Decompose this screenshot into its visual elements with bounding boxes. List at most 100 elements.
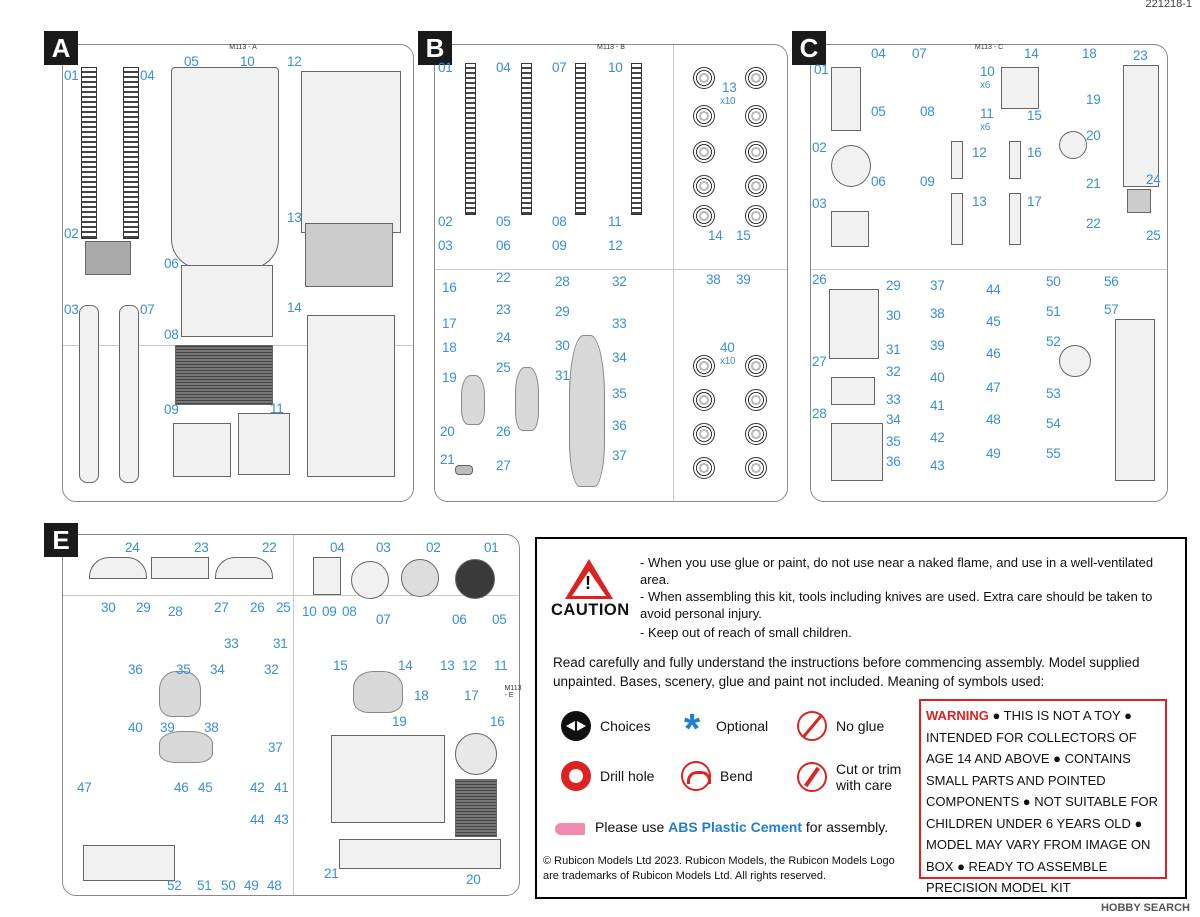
sprue-a: M113 - A xyxy=(62,44,414,502)
part-number: 02 xyxy=(426,540,441,555)
caution-bullet: - When assembling this kit, tools includ… xyxy=(640,589,1153,621)
part-number: 34 xyxy=(886,412,901,427)
part-number: 22 xyxy=(496,270,511,285)
part xyxy=(831,377,875,405)
part-number: 34 xyxy=(210,662,225,677)
part-number: 29 xyxy=(555,304,570,319)
part xyxy=(745,67,767,89)
part-number: 26 xyxy=(496,424,511,439)
gate xyxy=(673,45,674,501)
part-number: 11 xyxy=(980,106,994,121)
part-number: 10 xyxy=(240,54,255,69)
part-number: 12 xyxy=(972,145,987,160)
part-number: 21 xyxy=(440,452,455,467)
part-number: 46 xyxy=(174,780,189,795)
part-number: 23 xyxy=(194,540,209,555)
part-number: 20 xyxy=(1086,128,1101,143)
part xyxy=(745,423,767,445)
part-number: 05 xyxy=(184,54,199,69)
part-number: 10 xyxy=(980,64,995,79)
part-number: 40 xyxy=(128,720,143,735)
document-id: 221218-1 xyxy=(1145,0,1193,10)
part-number: 07 xyxy=(552,60,567,75)
gate xyxy=(63,595,519,596)
part-number: 09 xyxy=(164,402,179,417)
sprue-code: M113 - B xyxy=(597,44,625,51)
part xyxy=(515,367,539,431)
cement-suffix: for assembly. xyxy=(802,819,889,835)
part-number: 52 xyxy=(1046,334,1061,349)
part-number: 18 xyxy=(442,340,457,355)
part xyxy=(81,67,97,239)
part-number: 38 xyxy=(930,306,945,321)
part xyxy=(745,457,767,479)
part-number: 37 xyxy=(612,448,627,463)
part-number: 05 xyxy=(492,612,507,627)
part-number: 33 xyxy=(224,636,239,651)
part xyxy=(1115,319,1155,481)
part-number: 05 xyxy=(871,104,886,119)
part-number: 35 xyxy=(176,662,191,677)
part-number: 13 xyxy=(287,210,302,225)
part-number: 23 xyxy=(1133,48,1148,63)
part-number: 50 xyxy=(221,878,236,893)
part-number: 08 xyxy=(552,214,567,229)
sprue-code: M113 - C xyxy=(974,44,1004,51)
knife-icon xyxy=(797,762,827,792)
part-number: 40 xyxy=(930,370,945,385)
part-number: 27 xyxy=(496,458,511,473)
part-number: 50 xyxy=(1046,274,1061,289)
part-number: 51 xyxy=(197,878,212,893)
part-number: 39 xyxy=(736,272,751,287)
part xyxy=(1059,131,1087,159)
part-number: 52 xyxy=(167,878,182,893)
part-number: 02 xyxy=(438,214,453,229)
part xyxy=(159,671,201,717)
part-number: 24 xyxy=(496,330,511,345)
part-number: 15 xyxy=(333,658,348,673)
part-number: 57 xyxy=(1104,302,1119,317)
part xyxy=(831,423,883,481)
symbol-cut-trim: Cut or trim with care xyxy=(797,761,912,793)
part-number: 14 xyxy=(287,300,302,315)
part xyxy=(693,457,715,479)
part-number: 39 xyxy=(930,338,945,353)
part-number: 17 xyxy=(1027,194,1042,209)
part-number: 09 xyxy=(552,238,567,253)
part-number: 30 xyxy=(555,338,570,353)
part-number: 03 xyxy=(64,302,79,317)
part xyxy=(461,375,485,425)
part xyxy=(745,205,767,227)
part-number: 33 xyxy=(612,316,627,331)
part-number: 04 xyxy=(140,68,155,83)
part xyxy=(401,559,439,597)
part-number: 06 xyxy=(496,238,511,253)
part-number: 10 xyxy=(608,60,623,75)
part xyxy=(521,63,532,215)
part xyxy=(85,241,131,275)
part-number: 16 xyxy=(442,280,457,295)
instructions-text: Read carefully and fully understand the … xyxy=(553,655,1140,689)
part-number: 06 xyxy=(452,612,467,627)
part-number: 56 xyxy=(1104,274,1119,289)
part xyxy=(465,63,476,215)
part-number: 15 xyxy=(736,228,751,243)
part xyxy=(455,733,497,775)
part xyxy=(951,141,963,179)
part-number: 30 xyxy=(886,308,901,323)
part-number: 19 xyxy=(1086,92,1101,107)
part-number: 25 xyxy=(276,600,291,615)
part-number: 31 xyxy=(886,342,901,357)
part xyxy=(351,561,389,599)
part-number: 49 xyxy=(244,878,259,893)
caution-bullet: - When you use glue or paint, do not use… xyxy=(640,555,1154,587)
part-number: 29 xyxy=(136,600,151,615)
part-number: 17 xyxy=(464,688,479,703)
part-number: 51 xyxy=(1046,304,1061,319)
part-number: 34 xyxy=(612,350,627,365)
part-number: 08 xyxy=(164,327,179,342)
part xyxy=(171,67,279,269)
choices-icon xyxy=(561,711,591,741)
part-number: 42 xyxy=(250,780,265,795)
part-number: 43 xyxy=(274,812,289,827)
